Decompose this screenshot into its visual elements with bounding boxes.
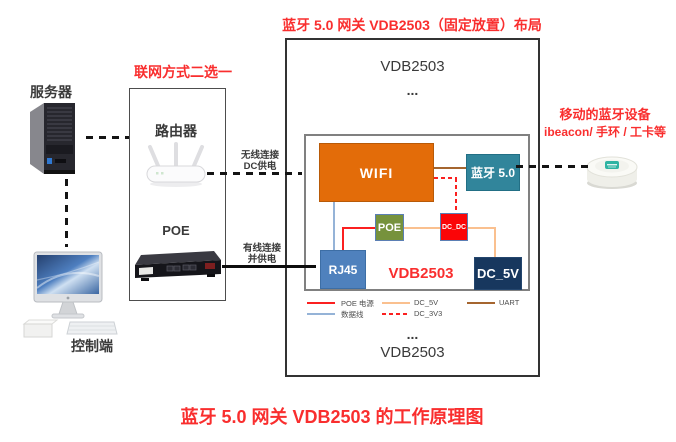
module-bluetooth: 蓝牙 5.0 <box>466 154 520 191</box>
connector-bluetooth-beacon <box>516 165 588 168</box>
poe-switch-icon <box>135 251 221 281</box>
legend-label-data: 数据线 <box>341 310 364 319</box>
board-name: VDB2503 <box>388 265 454 282</box>
legend-label-uart: UART <box>499 298 520 307</box>
wireless-link-line1: 无线连接 <box>240 150 279 161</box>
diagram-caption: 蓝牙 5.0 网关 VDB2503 的工作原理图 <box>180 407 484 427</box>
gateway-board-box: WIFI 蓝牙 5.0 POE DC_DC RJ45 DC_5V VDB2503 <box>304 134 530 291</box>
network-select-heading: 联网方式二选一 <box>134 64 232 80</box>
connector-router-gateway <box>207 172 302 175</box>
connector-poe-rj45 <box>222 265 316 268</box>
legend-swatch-poe-power <box>307 302 335 304</box>
wire-dc5v-2 <box>468 227 496 229</box>
wire-uart <box>434 167 466 169</box>
wire-data <box>333 202 335 250</box>
poe-label: POE <box>162 223 190 238</box>
gateway-layout-title: 蓝牙 5.0 网关 VDB2503（固定放置）布局 <box>282 17 542 33</box>
router-label: 路由器 <box>155 123 197 139</box>
gateway-name-top: VDB2503 <box>380 58 445 75</box>
legend-label-dc5v: DC_5V <box>414 298 439 307</box>
module-dc-5v: DC_5V <box>474 257 522 290</box>
legend-swatch-data <box>307 313 335 315</box>
wire-dc3v3-vertical <box>455 178 457 213</box>
connector-server-router <box>86 136 129 139</box>
legend-label-poe-power: POE 电源 <box>341 299 374 308</box>
legend-swatch-dc3v3 <box>382 313 410 315</box>
wireless-link-label: 无线连接 DC供电 <box>232 150 288 173</box>
gateway-name-bottom: VDB2503 <box>380 344 445 361</box>
wire-dc5v-1 <box>403 227 440 229</box>
connector-server-terminal <box>65 179 68 247</box>
gateway-ellipsis-top: ... <box>406 82 419 98</box>
module-poe: POE <box>375 214 404 241</box>
legend-swatch-uart <box>467 302 495 304</box>
module-rj45: RJ45 <box>320 250 366 289</box>
mobile-devices-heading: 移动的蓝牙设备 <box>559 107 651 122</box>
wired-link-line1: 有线连接 <box>242 243 281 254</box>
terminal-label: 控制端 <box>71 338 113 354</box>
legend-label-dc3v3: DC_3V3 <box>414 309 443 318</box>
wire-poe-power-vertical <box>342 227 344 250</box>
desktop-computer-icon <box>22 251 118 338</box>
server-icon <box>30 103 75 174</box>
server-label: 服务器 <box>30 84 72 100</box>
wire-poe-power-horizontal <box>342 227 375 229</box>
wired-link-label: 有线连接 并供电 <box>234 243 290 266</box>
wireless-link-line2: DC供电 <box>243 161 277 173</box>
wired-link-line2: 并供电 <box>247 254 277 266</box>
module-wifi: WIFI <box>319 143 434 202</box>
gateway-box: VDB2503 ... WIFI 蓝牙 5.0 POE DC_DC RJ45 D… <box>285 38 540 377</box>
beacon-icon <box>586 156 638 189</box>
module-dc-dc: DC_DC <box>440 213 468 241</box>
wire-dc5v-3 <box>494 227 496 257</box>
router-icon <box>146 142 206 187</box>
legend-swatch-dc5v <box>382 302 410 304</box>
gateway-ellipsis-bottom: ... <box>406 326 419 342</box>
mobile-devices-subheading: ibeacon/ 手环 / 工卡等 <box>543 125 667 139</box>
wire-dc3v3-horizontal <box>434 177 457 179</box>
